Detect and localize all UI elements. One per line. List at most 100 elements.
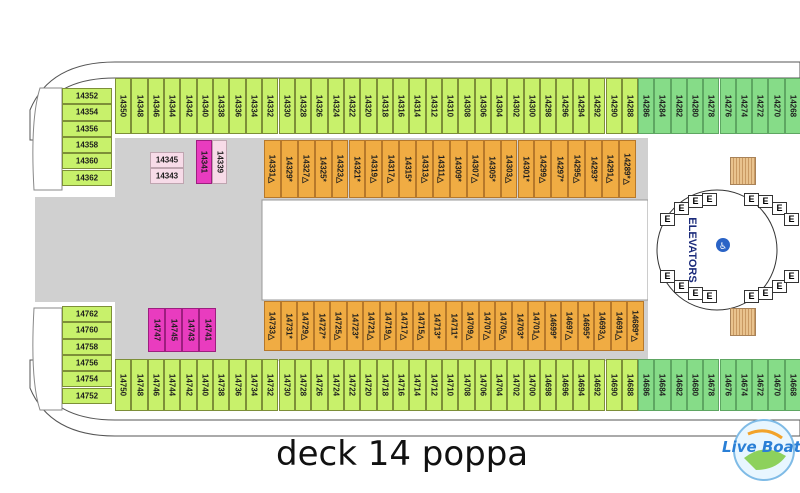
cabin-14691[interactable]: 14691△ [610, 301, 627, 351]
cabin-14746[interactable]: 14746 [147, 359, 165, 411]
cabin-14738[interactable]: 14738 [213, 359, 230, 411]
cabin-14733[interactable]: 14733△ [264, 301, 281, 351]
cabin-14718[interactable]: 14718 [376, 359, 393, 411]
cabin-14676[interactable]: 14676 [719, 359, 736, 411]
cabin-14734[interactable]: 14734 [245, 359, 263, 411]
cabin-14709[interactable]: 14709△ [462, 301, 479, 351]
cabin-14344[interactable]: 14344 [164, 78, 181, 134]
cabin-14352[interactable]: 14352 [62, 88, 112, 105]
cabin-14724[interactable]: 14724 [327, 359, 344, 411]
cabin-14290[interactable]: 14290 [605, 78, 622, 134]
cabin-14728[interactable]: 14728 [294, 359, 312, 411]
cabin-14330[interactable]: 14330 [278, 78, 295, 134]
cabin-14362[interactable]: 14362 [62, 169, 112, 186]
cabin-14293[interactable]: 14293* [585, 140, 602, 198]
cabin-14345[interactable]: 14345 [150, 152, 184, 168]
cabin-14326[interactable]: 14326 [311, 78, 328, 134]
cabin-14360[interactable]: 14360 [62, 153, 112, 170]
cabin-14305[interactable]: 14305* [483, 140, 501, 198]
cabin-14317[interactable]: 14317△ [382, 140, 400, 198]
cabin-14327[interactable]: 14327△ [297, 140, 315, 198]
cabin-14700[interactable]: 14700 [523, 359, 541, 411]
cabin-14748[interactable]: 14748 [131, 359, 148, 411]
cabin-14303[interactable]: 14303△ [500, 140, 518, 198]
cabin-14727[interactable]: 14727* [313, 301, 330, 351]
cabin-14706[interactable]: 14706 [474, 359, 492, 411]
cabin-14318[interactable]: 14318 [376, 78, 393, 134]
cabin-14723[interactable]: 14723* [346, 301, 363, 351]
cabin-14693[interactable]: 14693△ [594, 301, 611, 351]
cabin-14323[interactable]: 14323△ [331, 140, 349, 198]
cabin-14346[interactable]: 14346 [147, 78, 165, 134]
cabin-14302[interactable]: 14302 [507, 78, 524, 134]
cabin-14732[interactable]: 14732 [262, 359, 279, 411]
cabin-14682[interactable]: 14682 [670, 359, 687, 411]
cabin-14280[interactable]: 14280 [686, 78, 704, 134]
cabin-14670[interactable]: 14670 [768, 359, 785, 411]
cabin-14306[interactable]: 14306 [474, 78, 492, 134]
cabin-14270[interactable]: 14270 [768, 78, 785, 134]
cabin-14715[interactable]: 14715△ [412, 301, 429, 351]
cabin-14307[interactable]: 14307△ [466, 140, 484, 198]
cabin-14747[interactable]: 14747 [148, 308, 165, 352]
cabin-14696[interactable]: 14696 [556, 359, 573, 411]
cabin-14310[interactable]: 14310 [442, 78, 459, 134]
cabin-14328[interactable]: 14328 [294, 78, 312, 134]
cabin-14315[interactable]: 14315* [399, 140, 417, 198]
cabin-14311[interactable]: 14311△ [433, 140, 450, 198]
cabin-14282[interactable]: 14282 [670, 78, 687, 134]
cabin-14308[interactable]: 14308 [458, 78, 475, 134]
cabin-14705[interactable]: 14705△ [495, 301, 512, 351]
cabin-14712[interactable]: 14712 [425, 359, 442, 411]
cabin-14321[interactable]: 14321* [348, 140, 366, 198]
cabin-14668[interactable]: 14668 [784, 359, 800, 411]
cabin-14697[interactable]: 14697△ [561, 301, 578, 351]
cabin-14295[interactable]: 14295△ [568, 140, 586, 198]
cabin-14314[interactable]: 14314 [409, 78, 426, 134]
cabin-14729[interactable]: 14729△ [297, 301, 314, 351]
cabin-14717[interactable]: 14717△ [396, 301, 413, 351]
cabin-14701[interactable]: 14701△ [528, 301, 545, 351]
cabin-14754[interactable]: 14754 [62, 371, 112, 388]
cabin-14356[interactable]: 14356 [62, 120, 112, 137]
cabin-14276[interactable]: 14276 [719, 78, 736, 134]
cabin-14298[interactable]: 14298 [540, 78, 557, 134]
cabin-14274[interactable]: 14274 [735, 78, 753, 134]
cabin-14268[interactable]: 14268 [784, 78, 800, 134]
cabin-14720[interactable]: 14720 [360, 359, 377, 411]
cabin-14339[interactable]: 14339 [212, 140, 227, 184]
cabin-14711[interactable]: 14711* [445, 301, 462, 351]
cabin-14722[interactable]: 14722 [343, 359, 361, 411]
cabin-14292[interactable]: 14292 [589, 78, 606, 134]
cabin-14334[interactable]: 14334 [245, 78, 263, 134]
cabin-14272[interactable]: 14272 [752, 78, 769, 134]
cabin-14332[interactable]: 14332 [262, 78, 279, 134]
cabin-14699[interactable]: 14699* [544, 301, 561, 351]
cabin-14725[interactable]: 14725△ [330, 301, 347, 351]
cabin-14343[interactable]: 14343 [150, 168, 184, 184]
cabin-14325[interactable]: 14325* [314, 140, 332, 198]
cabin-14704[interactable]: 14704 [491, 359, 508, 411]
cabin-14714[interactable]: 14714 [409, 359, 426, 411]
cabin-14736[interactable]: 14736 [229, 359, 246, 411]
cabin-14680[interactable]: 14680 [686, 359, 704, 411]
cabin-14703[interactable]: 14703* [511, 301, 528, 351]
cabin-14319[interactable]: 14319△ [365, 140, 383, 198]
cabin-14695[interactable]: 14695* [577, 301, 594, 351]
cabin-14726[interactable]: 14726 [311, 359, 328, 411]
cabin-14758[interactable]: 14758 [62, 338, 112, 355]
cabin-14336[interactable]: 14336 [229, 78, 246, 134]
cabin-14741[interactable]: 14741 [199, 308, 216, 352]
cabin-14762[interactable]: 14762 [62, 306, 112, 323]
cabin-14354[interactable]: 14354 [62, 104, 112, 121]
cabin-14678[interactable]: 14678 [703, 359, 720, 411]
cabin-14708[interactable]: 14708 [458, 359, 475, 411]
cabin-14297[interactable]: 14297* [551, 140, 569, 198]
cabin-14743[interactable]: 14743 [182, 308, 199, 352]
cabin-14731[interactable]: 14731* [280, 301, 297, 351]
cabin-14304[interactable]: 14304 [491, 78, 508, 134]
cabin-14296[interactable]: 14296 [556, 78, 573, 134]
cabin-14702[interactable]: 14702 [507, 359, 524, 411]
cabin-14288[interactable]: 14288 [621, 78, 639, 134]
cabin-14694[interactable]: 14694 [572, 359, 590, 411]
